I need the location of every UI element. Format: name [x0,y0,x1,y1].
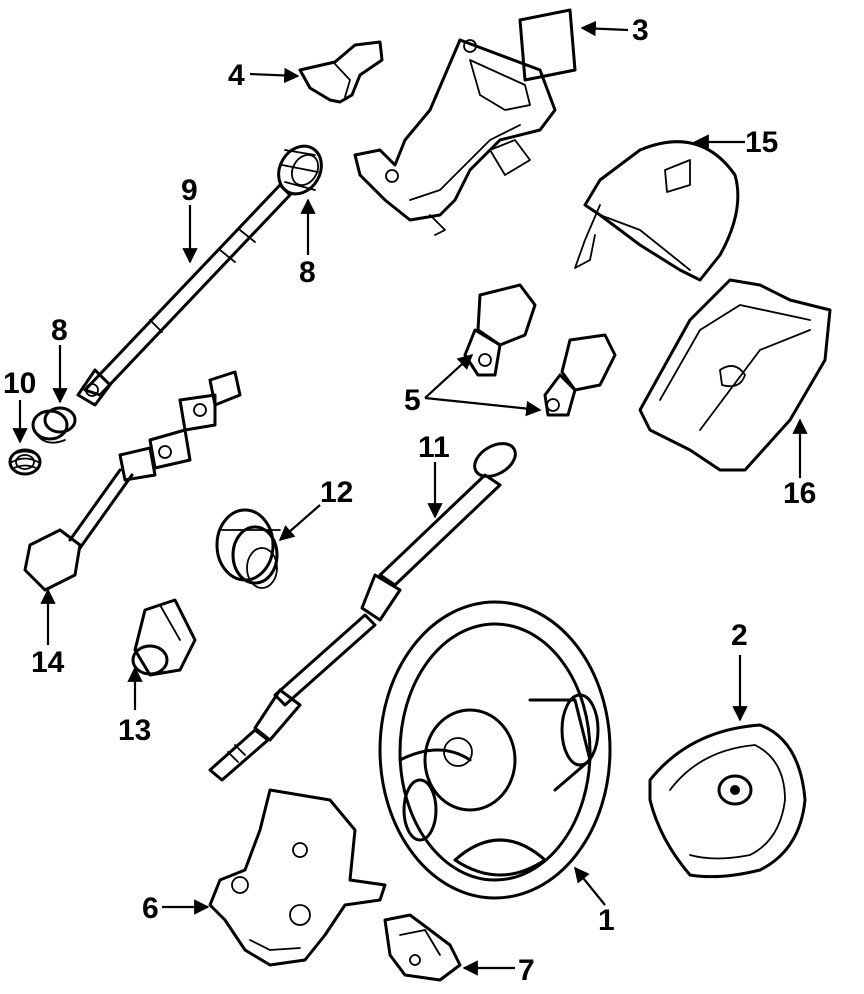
part-5-switch-upper [463,283,537,377]
part-2-airbag [648,723,807,879]
part-8-coupler-upper [277,144,323,196]
part-8-bushing-lower [31,406,77,444]
callout-13: 13 [118,714,151,747]
callout-2: 2 [731,619,748,652]
part-13-seal [131,598,197,677]
part-9-intermediate-shaft [76,183,292,407]
part-5-switch-lower [543,333,617,417]
callout-16: 16 [783,477,816,510]
callout-4: 4 [228,59,245,92]
callout-10: 10 [3,367,36,400]
part-4-lever [298,40,384,104]
callout-11: 11 [418,431,450,464]
leader-12 [278,504,321,542]
part-15-upper-shroud [574,140,740,282]
part-10-spring [8,448,42,476]
callout-8-lower: 8 [51,314,68,347]
callout-labels: 1 2 3 4 5 6 7 8 8 9 10 11 12 13 14 15 16 [3,14,816,987]
part-16-lower-shroud [638,278,832,472]
part-1-steering-wheel [378,600,612,900]
callout-1: 1 [598,904,615,937]
leader-4 [249,67,300,84]
part-12-boot [215,508,281,589]
callout-3: 3 [632,14,649,47]
callout-14: 14 [31,646,65,679]
part-6-lock-housing [208,788,387,967]
callout-7: 7 [518,954,535,987]
leader-3 [580,20,629,37]
callout-15: 15 [745,126,778,159]
callout-8-upper: 8 [299,256,316,289]
leader-5b [424,396,542,417]
callout-5: 5 [404,384,421,417]
leader-5a [424,353,474,399]
part-3-column-housing [353,8,577,236]
leader-lines [12,20,808,976]
part-7-sensor [383,913,462,982]
part-11-steering-shaft [208,442,517,782]
callout-9: 9 [181,174,198,207]
callout-12: 12 [320,476,353,509]
part-14-lower-shaft [23,370,242,592]
leader-1 [574,866,606,906]
callout-6: 6 [142,892,159,925]
